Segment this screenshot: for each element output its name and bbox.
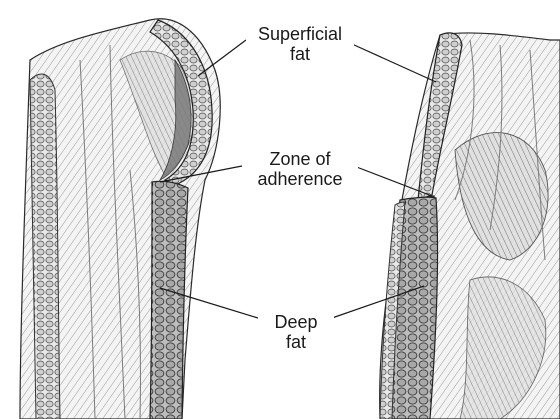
zone-of-adherence-label-line1: Zone of [244, 149, 356, 169]
leader-superficial-right [352, 44, 436, 82]
zone-of-adherence-label-line2: adherence [244, 169, 356, 189]
deep-fat-label: Deep fat [258, 312, 334, 352]
superficial-fat-label-line1: Superficial [248, 24, 352, 44]
right-leg-drawing [380, 33, 560, 419]
deep-fat-label-line1: Deep [260, 312, 332, 332]
deep-fat-label-line2: fat [260, 332, 332, 352]
left-deep-fat-layer [150, 181, 188, 419]
left-leg-drawing [20, 19, 220, 419]
superficial-fat-label: Superficial fat [246, 24, 354, 64]
superficial-fat-label-line2: fat [248, 44, 352, 64]
zone-of-adherence-label: Zone of adherence [242, 149, 358, 189]
